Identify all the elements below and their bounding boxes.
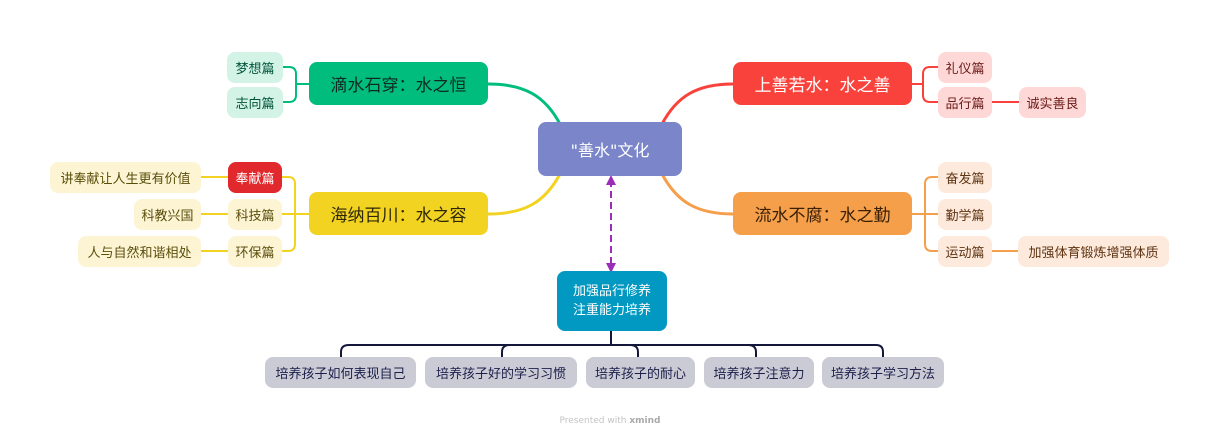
subtopic-label: 培养孩子的耐心	[594, 367, 686, 382]
connector-br-child-3	[924, 214, 938, 252]
floating-topic-line-2: 注重能力培养	[572, 303, 651, 318]
subtopic-label: 礼仪篇	[945, 62, 985, 77]
footer-prefix: Presented with	[559, 416, 627, 426]
main-topic-label: 流水不腐：水之勤	[754, 206, 891, 226]
subtopic-science-education[interactable]: 科教兴国	[134, 199, 201, 230]
connector-tl-child-1	[283, 66, 297, 84]
central-topic[interactable]: "善水"文化	[538, 122, 682, 176]
floating-subtopic-5[interactable]: 培养孩子学习方法	[822, 357, 944, 388]
connector-tr-child-1	[922, 66, 938, 84]
subtopic-etiquette[interactable]: 礼仪篇	[938, 52, 992, 83]
main-topic-top-left[interactable]: 滴水石穿：水之恒	[309, 62, 488, 105]
subtopic-label: 科教兴国	[141, 209, 194, 224]
subtopic-label: 科技篇	[235, 209, 275, 224]
subtopic-dedication[interactable]: 奉献篇	[228, 162, 282, 193]
subtopic-label: 人与自然和谐相处	[87, 246, 192, 261]
connector-central-top-right	[660, 82, 734, 125]
subtopic-label: 培养孩子学习方法	[830, 367, 935, 382]
footer-brand[interactable]: xmind	[629, 416, 661, 426]
subtopic-sports[interactable]: 运动篇	[938, 236, 992, 267]
subtopic-aspiration[interactable]: 志向篇	[227, 87, 283, 118]
main-topic-bottom-left[interactable]: 海纳百川：水之容	[309, 192, 488, 235]
main-topic-top-right[interactable]: 上善若水：水之善	[733, 62, 912, 105]
subtopic-dedication-value[interactable]: 讲奉献让人生更有价值	[50, 162, 201, 193]
footer-credit: Presented with xmind	[0, 416, 1220, 426]
subtopic-label: 奉献篇	[235, 172, 275, 187]
subtopic-label: 讲奉献让人生更有价值	[60, 172, 191, 187]
floating-subtopic-1[interactable]: 培养孩子如何表现自己	[265, 357, 416, 388]
connector-floating-child-1	[340, 344, 350, 357]
subtopic-label: 加强体育锻炼增强体质	[1028, 246, 1159, 261]
subtopic-label: 梦想篇	[235, 62, 275, 77]
subtopic-honesty[interactable]: 诚实善良	[1019, 87, 1086, 118]
floating-topic[interactable]: 加强品行修养 注重能力培养	[557, 271, 667, 331]
subtopic-label: 品行篇	[945, 97, 985, 112]
central-topic-label: "善水"文化	[570, 141, 650, 160]
subtopic-label: 勤学篇	[945, 209, 985, 224]
subtopic-label: 诚实善良	[1026, 97, 1079, 112]
connector-floating-child-2	[501, 344, 511, 357]
subtopic-label: 培养孩子注意力	[713, 367, 805, 382]
floating-topic-line-1: 加强品行修养	[572, 284, 651, 299]
subtopic-diligent-study[interactable]: 勤学篇	[938, 199, 992, 230]
subtopic-harmony-nature[interactable]: 人与自然和谐相处	[78, 236, 201, 267]
main-topic-bottom-right[interactable]: 流水不腐：水之勤	[733, 192, 912, 235]
subtopic-label: 奋发篇	[945, 172, 985, 187]
subtopic-striving[interactable]: 奋发篇	[938, 162, 992, 193]
main-topic-label: 滴水石穿：水之恒	[330, 76, 467, 96]
floating-subtopic-2[interactable]: 培养孩子好的学习习惯	[425, 357, 577, 388]
subtopic-physical-exercise[interactable]: 加强体育锻炼增强体质	[1018, 236, 1169, 267]
connector-floating-child-4	[747, 344, 757, 357]
main-topic-label: 海纳百川：水之容	[330, 206, 467, 226]
main-topic-label: 上善若水：水之善	[754, 76, 891, 96]
connector-bl-child-3	[282, 214, 296, 252]
subtopic-label: 志向篇	[235, 97, 275, 112]
connector-tr-child-2	[922, 84, 938, 103]
connector-tl-child-2	[283, 84, 297, 103]
floating-subtopic-4[interactable]: 培养孩子注意力	[704, 357, 814, 388]
subtopic-environment[interactable]: 环保篇	[228, 236, 282, 267]
subtopic-label: 培养孩子好的学习习惯	[435, 367, 566, 382]
subtopic-dream[interactable]: 梦想篇	[227, 52, 283, 83]
floating-subtopic-3[interactable]: 培养孩子的耐心	[586, 357, 695, 388]
connector-floating-child-3	[629, 344, 639, 357]
subtopic-label: 运动篇	[945, 246, 985, 261]
connector-central-bottom-right	[660, 173, 734, 216]
connector-floating-child-5	[875, 344, 884, 357]
connector-central-top-left	[487, 82, 562, 125]
connector-bl-child-1	[282, 176, 296, 214]
connector-central-bottom-left	[487, 173, 562, 216]
connector-br-child-1	[924, 176, 938, 214]
subtopic-label: 环保篇	[235, 246, 275, 261]
subtopic-label: 培养孩子如何表现自己	[275, 367, 406, 382]
subtopic-technology[interactable]: 科技篇	[228, 199, 282, 230]
subtopic-conduct[interactable]: 品行篇	[938, 87, 992, 118]
